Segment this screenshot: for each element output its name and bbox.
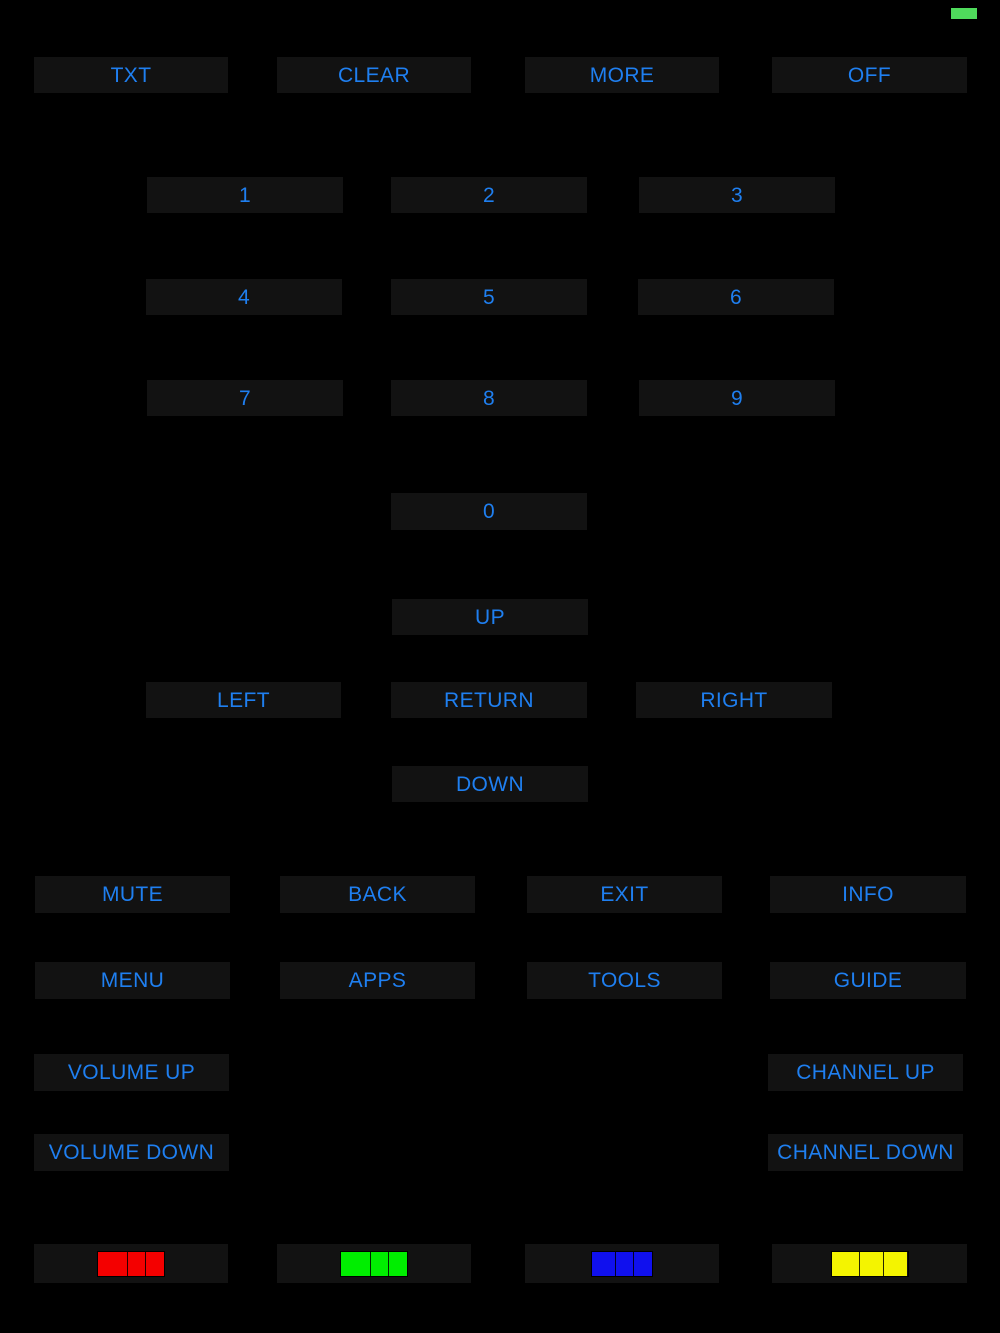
yellow-swatch-icon: [830, 1250, 909, 1277]
digit-1-button[interactable]: 1: [147, 177, 343, 213]
back-button[interactable]: BACK: [280, 876, 475, 913]
dpad-right-button[interactable]: RIGHT: [636, 682, 832, 718]
yellow-swatch-segment-3: [883, 1251, 908, 1276]
digit-4-button[interactable]: 4: [146, 279, 342, 315]
tools-button[interactable]: TOOLS: [527, 962, 722, 999]
digit-0-button[interactable]: 0: [391, 493, 587, 530]
channel-down-button[interactable]: CHANNEL DOWN: [768, 1134, 963, 1171]
green-swatch-icon: [340, 1250, 408, 1277]
color-green-button[interactable]: [277, 1244, 471, 1283]
digit-2-button[interactable]: 2: [391, 177, 587, 213]
color-blue-button[interactable]: [525, 1244, 719, 1283]
more-button[interactable]: MORE: [525, 57, 719, 93]
yellow-swatch-segment-2: [860, 1251, 884, 1276]
connection-status-indicator: [950, 7, 978, 20]
apps-button[interactable]: APPS: [280, 962, 475, 999]
red-swatch-segment-3: [146, 1251, 164, 1276]
channel-up-button[interactable]: CHANNEL UP: [768, 1054, 963, 1091]
digit-5-button[interactable]: 5: [391, 279, 587, 315]
txt-button[interactable]: TXT: [34, 57, 228, 93]
blue-swatch-segment-2: [616, 1251, 634, 1276]
dpad-up-button[interactable]: UP: [392, 599, 588, 635]
red-swatch-segment-1: [98, 1251, 129, 1276]
volume-down-button[interactable]: VOLUME DOWN: [34, 1134, 229, 1171]
mute-button[interactable]: MUTE: [35, 876, 230, 913]
menu-button[interactable]: MENU: [35, 962, 230, 999]
green-swatch-segment-3: [389, 1251, 407, 1276]
dpad-left-button[interactable]: LEFT: [146, 682, 341, 718]
dpad-down-button[interactable]: DOWN: [392, 766, 588, 802]
clear-button[interactable]: CLEAR: [277, 57, 471, 93]
green-swatch-segment-2: [371, 1251, 390, 1276]
off-button[interactable]: OFF: [772, 57, 967, 93]
blue-swatch-segment-3: [634, 1251, 652, 1276]
dpad-return-button[interactable]: RETURN: [391, 682, 587, 718]
guide-button[interactable]: GUIDE: [770, 962, 966, 999]
color-red-button[interactable]: [34, 1244, 228, 1283]
blue-swatch-icon: [591, 1250, 653, 1277]
digit-9-button[interactable]: 9: [639, 380, 835, 416]
blue-swatch-segment-1: [592, 1251, 616, 1276]
green-swatch-segment-1: [341, 1251, 372, 1276]
red-swatch-icon: [97, 1250, 165, 1277]
info-button[interactable]: INFO: [770, 876, 966, 913]
digit-3-button[interactable]: 3: [639, 177, 835, 213]
digit-8-button[interactable]: 8: [391, 380, 587, 416]
red-swatch-segment-2: [128, 1251, 147, 1276]
digit-6-button[interactable]: 6: [638, 279, 834, 315]
exit-button[interactable]: EXIT: [527, 876, 722, 913]
digit-7-button[interactable]: 7: [147, 380, 343, 416]
color-yellow-button[interactable]: [772, 1244, 967, 1283]
volume-up-button[interactable]: VOLUME UP: [34, 1054, 229, 1091]
yellow-swatch-segment-1: [831, 1251, 861, 1276]
